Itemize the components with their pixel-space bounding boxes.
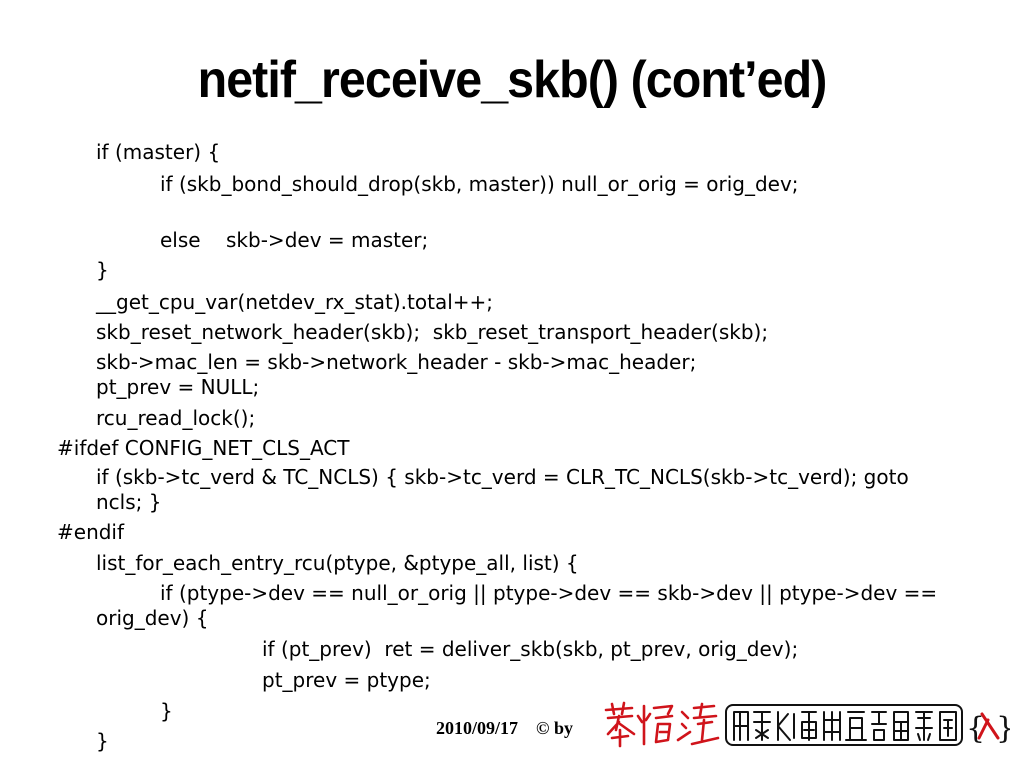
code-line: if (ptype->dev == null_or_orig || ptype-… — [96, 581, 938, 630]
slide-title: netif_receive_skb() (cont’ed) — [197, 51, 828, 109]
code-line: rcu_read_lock(); — [96, 406, 256, 430]
svg-text:}: } — [996, 711, 1010, 746]
lab-logo: { } — [604, 701, 1010, 748]
code-line: #endif — [57, 520, 125, 544]
code-line: #ifdef CONFIG_NET_CLS_ACT — [57, 436, 350, 460]
code-line: } — [160, 699, 173, 723]
code-line: list_for_each_entry_rcu(ptype, &ptype_al… — [96, 551, 579, 575]
code-line: if (master) { — [96, 140, 221, 164]
code-line: } — [96, 258, 109, 282]
footer-date: 2010/09/17 — [436, 718, 519, 738]
code-line: if (skb_bond_should_drop(skb, master)) n… — [160, 172, 799, 196]
code-line: pt_prev = NULL; — [96, 375, 260, 399]
code-line: } — [96, 729, 109, 753]
code-line: if (skb->tc_verd & TC_NCLS) { skb->tc_ve… — [96, 465, 909, 514]
code-line: if (pt_prev) ret = deliver_skb(skb, pt_p… — [262, 637, 799, 661]
code-line: else skb->dev = master; — [160, 228, 429, 252]
footer-copyright: © by — [536, 718, 573, 738]
code-line: __get_cpu_var(netdev_rx_stat).total++; — [96, 290, 494, 314]
code-line: skb->mac_len = skb->network_header - skb… — [96, 350, 697, 374]
footer: 2010/09/17 © by — [436, 718, 573, 739]
code-line: skb_reset_network_header(skb); skb_reset… — [96, 320, 769, 344]
code-line: pt_prev = ptype; — [262, 668, 431, 692]
